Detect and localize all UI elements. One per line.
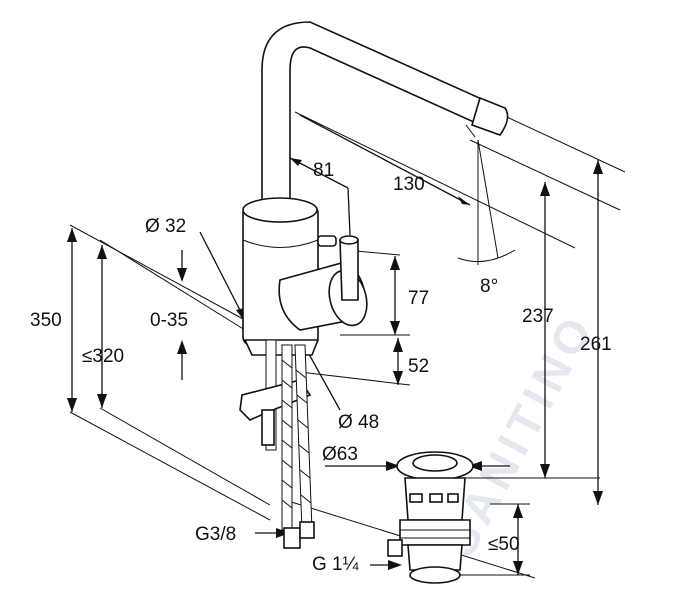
- dim-line-130: [299, 114, 471, 206]
- label-phi63: Ø63: [322, 444, 358, 465]
- arrow-phi63-right: [468, 461, 482, 471]
- hose-fitting-left: [283, 527, 301, 549]
- extension-line-320-bottom: [99, 407, 271, 506]
- angle-8-tilted: [477, 139, 499, 259]
- side-pin: [317, 235, 337, 247]
- label-261: 261: [580, 334, 612, 355]
- waste-slot-3: [447, 493, 459, 503]
- extension-line-320-top: [99, 239, 246, 331]
- label-237: 237: [522, 306, 554, 327]
- arrow-52-bottom: [393, 371, 403, 385]
- lever-handle: [339, 239, 359, 301]
- waste-slot-1: [409, 493, 423, 503]
- dimension-labels: 81 130 Ø 32 8° 350 ≤320 0-35 77 237 261 …: [30, 160, 612, 575]
- extension-line-350-bottom: [69, 411, 271, 521]
- arrow-035-up: [177, 340, 187, 354]
- arrow-77-bottom: [390, 321, 400, 335]
- arrow-50-top: [513, 504, 523, 518]
- label-g38: G3/8: [195, 524, 236, 545]
- arrow-52-top: [393, 338, 403, 352]
- dimension-lines: [67, 114, 603, 575]
- hose-braid: [281, 359, 312, 509]
- bracket-nut: [261, 409, 275, 446]
- waste-outlet: [409, 566, 461, 584]
- arrow-237-bottom: [540, 464, 550, 478]
- arrow-350-bottom: [67, 398, 77, 412]
- extension-line-aerator: [469, 139, 621, 211]
- label-035: 0-35: [150, 310, 188, 331]
- spout-tube: [261, 21, 496, 211]
- arrow-261-bottom: [593, 491, 603, 505]
- label-130: 130: [393, 174, 425, 195]
- aerator: [471, 96, 509, 136]
- arrow-g38: [276, 528, 290, 538]
- label-50: ≤50: [488, 534, 520, 555]
- hose-left: [281, 344, 293, 531]
- label-phi32: Ø 32: [145, 216, 186, 237]
- waste-slot-2: [429, 493, 443, 503]
- extension-line-body-bottom: [299, 371, 411, 386]
- mixer-body-top: [242, 197, 318, 223]
- angle-8-arc: [457, 249, 516, 263]
- waste-tailpiece: [407, 544, 463, 571]
- dim-line-81-drop: [347, 187, 351, 236]
- arrow-320-bottom: [97, 394, 107, 408]
- arrow-320-top: [97, 245, 107, 259]
- waste-nut: [399, 519, 471, 546]
- label-350: 350: [30, 310, 62, 331]
- waste-plug: [412, 454, 458, 472]
- arrow-035-down: [177, 268, 187, 282]
- label-81: 81: [313, 160, 334, 181]
- waste-overflow: [387, 539, 403, 557]
- hose-fitting-right: [299, 521, 315, 539]
- label-52: 52: [408, 356, 429, 377]
- extension-line-350-top: [69, 224, 246, 321]
- arrow-350-top: [67, 228, 77, 242]
- arrow-237-top: [540, 182, 550, 196]
- arrow-phi63-left: [386, 461, 400, 471]
- arrow-81-start: [290, 158, 302, 166]
- mixer-body-contour: [242, 239, 319, 248]
- waste-valve: [387, 451, 474, 584]
- leader-phi32: [199, 231, 246, 321]
- arrow-50-bottom: [513, 561, 523, 575]
- arrow-77-top: [390, 256, 400, 270]
- faucet: [239, 21, 509, 549]
- lever-handle-top: [339, 235, 359, 245]
- label-320: ≤320: [82, 346, 124, 367]
- aerator-outlet: [465, 124, 476, 138]
- arrow-g114: [388, 560, 402, 570]
- extension-line-spout-base: [294, 111, 576, 249]
- label-angle8: 8°: [480, 276, 498, 297]
- label-phi48: Ø 48: [338, 412, 379, 433]
- arrow-130-end: [458, 196, 470, 205]
- label-g114: G 1¼: [312, 554, 360, 575]
- label-77: 77: [408, 288, 429, 309]
- arrow-261-top: [593, 160, 603, 174]
